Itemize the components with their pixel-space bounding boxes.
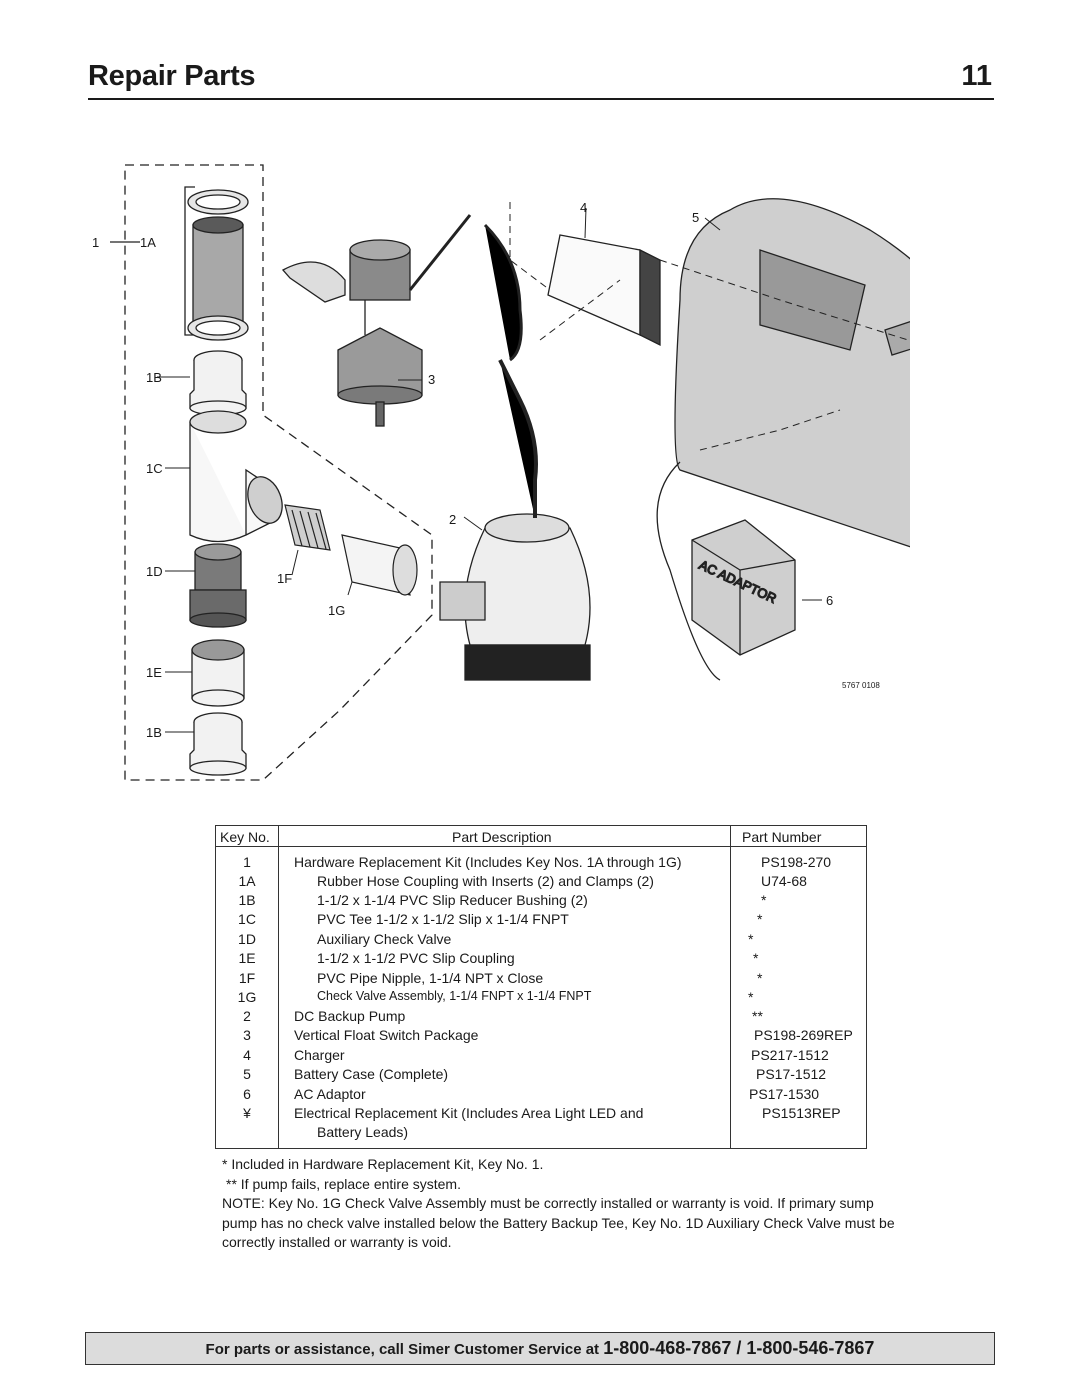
table-row: 4 Charger PS217-1512 <box>243 1047 829 1063</box>
exploded-parts-diagram: AC ADAPTOR 1 1A 1B 1C 1D 1E 1B 1F 1G 2 3… <box>92 164 910 781</box>
label-4: 4 <box>580 200 587 215</box>
rubber-hose-coupling <box>187 189 249 341</box>
table-row: 1E 1-1/2 x 1-1/2 PVC Slip Coupling * <box>238 950 759 966</box>
page-title: Repair Parts <box>88 60 256 92</box>
table-row: 1F PVC Pipe Nipple, 1-1/4 NPT x Close * <box>238 970 763 986</box>
table-row: 1B 1-1/2 x 1-1/4 PVC Slip Reducer Bushin… <box>238 892 767 908</box>
customer-service-footer: For parts or assistance, call Simer Cust… <box>85 1332 995 1365</box>
label-1c: 1C <box>146 461 163 476</box>
parts-table: Key No. Part Description Part Number 1 H… <box>215 825 867 1149</box>
label-1g: 1G <box>328 603 345 618</box>
warranty-note: NOTE: Key No. 1G Check Valve Assembly mu… <box>222 1195 895 1250</box>
page-header: Repair Parts 11 <box>88 58 994 100</box>
table-row: Battery Leads) <box>317 1124 409 1140</box>
table-row: 5 Battery Case (Complete) PS17-1512 <box>243 1066 827 1082</box>
pvc-slip-coupling <box>191 639 245 707</box>
table-row: 1D Auxiliary Check Valve * <box>238 931 754 947</box>
table-row: 3 Vertical Float Switch Package PS198-26… <box>243 1027 853 1043</box>
pvc-tee <box>189 410 283 543</box>
label-5: 5 <box>692 210 699 225</box>
charger <box>483 223 661 362</box>
pvc-pipe-nipple <box>284 504 331 551</box>
table-row: 1C PVC Tee 1-1/2 x 1-1/2 Slip x 1-1/4 FN… <box>238 911 763 927</box>
label-6: 6 <box>826 593 833 608</box>
table-row: ¥ Electrical Replacement Kit (Includes A… <box>243 1105 841 1121</box>
table-row: 1G Check Valve Assembly, 1-1/4 FNPT x 1-… <box>237 989 754 1005</box>
table-row: 1A Rubber Hose Coupling with Inserts (2)… <box>238 873 807 889</box>
label-3: 3 <box>428 372 435 387</box>
label-1b-top: 1B <box>146 370 162 385</box>
page-number: 11 <box>961 60 992 92</box>
footer-text: For parts or assistance, call Simer Cust… <box>205 1341 600 1358</box>
diagram-ref-code: 5767 0108 <box>842 681 880 690</box>
table-row: 6 AC Adaptor PS17-1530 <box>243 1086 820 1102</box>
footer-phone: 1-800-468-7867 / 1-800-546-7867 <box>603 1338 875 1358</box>
header-part-description: Part Description <box>452 829 552 845</box>
label-1f: 1F <box>277 571 292 586</box>
reducer-bushing-top <box>189 350 247 416</box>
battery-case <box>656 198 910 681</box>
label-1e: 1E <box>146 665 162 680</box>
check-valve-assembly <box>341 534 418 596</box>
footnotes: * Included in Hardware Replacement Kit, … <box>222 1155 902 1253</box>
dc-backup-pump <box>439 359 591 681</box>
table-row: 1 Hardware Replacement Kit (Includes Key… <box>243 854 832 870</box>
footnote-double-asterisk: ** If pump fails, replace entire system. <box>226 1175 461 1192</box>
label-1a: 1A <box>140 235 156 250</box>
reducer-bushing-bottom <box>189 712 247 776</box>
label-1b-bottom: 1B <box>146 725 162 740</box>
header-key-no: Key No. <box>220 829 270 845</box>
ac-adaptor: AC ADAPTOR <box>691 519 796 656</box>
header-part-number: Part Number <box>742 829 822 845</box>
auxiliary-check-valve <box>189 543 247 628</box>
label-1: 1 <box>92 235 99 250</box>
footnote-single-asterisk: * Included in Hardware Replacement Kit, … <box>222 1156 544 1172</box>
float-switch <box>281 214 472 427</box>
table-row: 2 DC Backup Pump ** <box>243 1008 763 1024</box>
label-1d: 1D <box>146 564 163 579</box>
label-2: 2 <box>449 512 456 527</box>
